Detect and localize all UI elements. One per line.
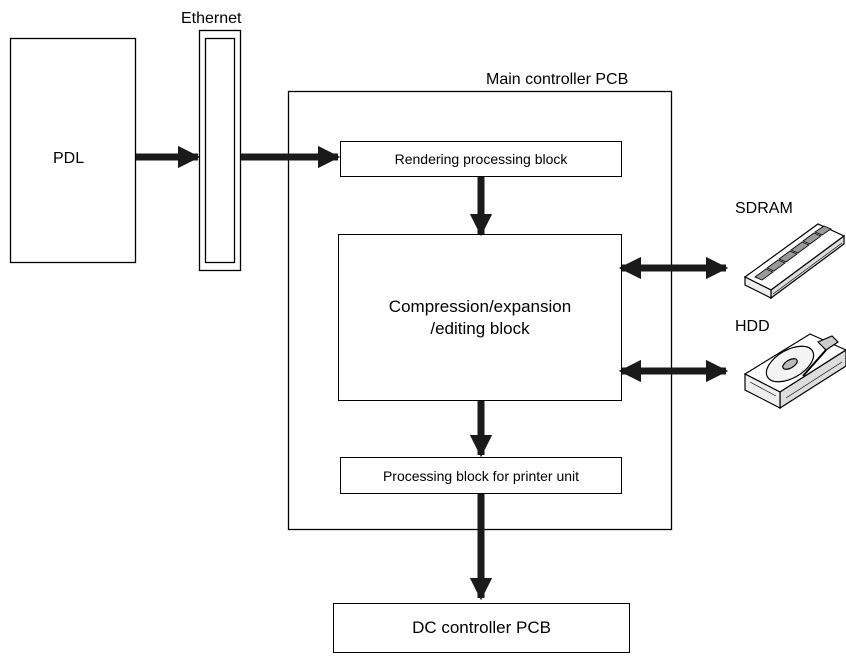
hdd-label: HDD [735, 318, 770, 335]
hard-disk-drive-icon [743, 333, 846, 410]
rendering-processing-label: Rendering processing block [394, 151, 568, 167]
sdram-label: SDRAM [735, 200, 793, 217]
rendering-processing-block: Rendering processing block [340, 141, 622, 177]
dc-controller-pcb-box: DC controller PCB [333, 603, 630, 653]
compression-label-line1: Compression/expansion [388, 296, 572, 316]
main-controller-pcb-label: Main controller PCB [486, 71, 629, 88]
compression-label-line2: /editing block [430, 318, 530, 338]
compression-expansion-editing-block: Compression/expansion /editing block [338, 234, 622, 401]
printer-unit-label: Processing block for printer unit [382, 467, 580, 484]
dc-controller-label: DC controller PCB [412, 618, 551, 637]
printer-unit-processing-block: Processing block for printer unit [340, 457, 622, 494]
ethernet-frame-inner [204, 37, 236, 264]
pdl-label: PDL [53, 150, 85, 167]
ethernet-label: Ethernet [181, 10, 242, 27]
sdram-module-icon [743, 223, 846, 300]
pdl-box [9, 37, 137, 264]
